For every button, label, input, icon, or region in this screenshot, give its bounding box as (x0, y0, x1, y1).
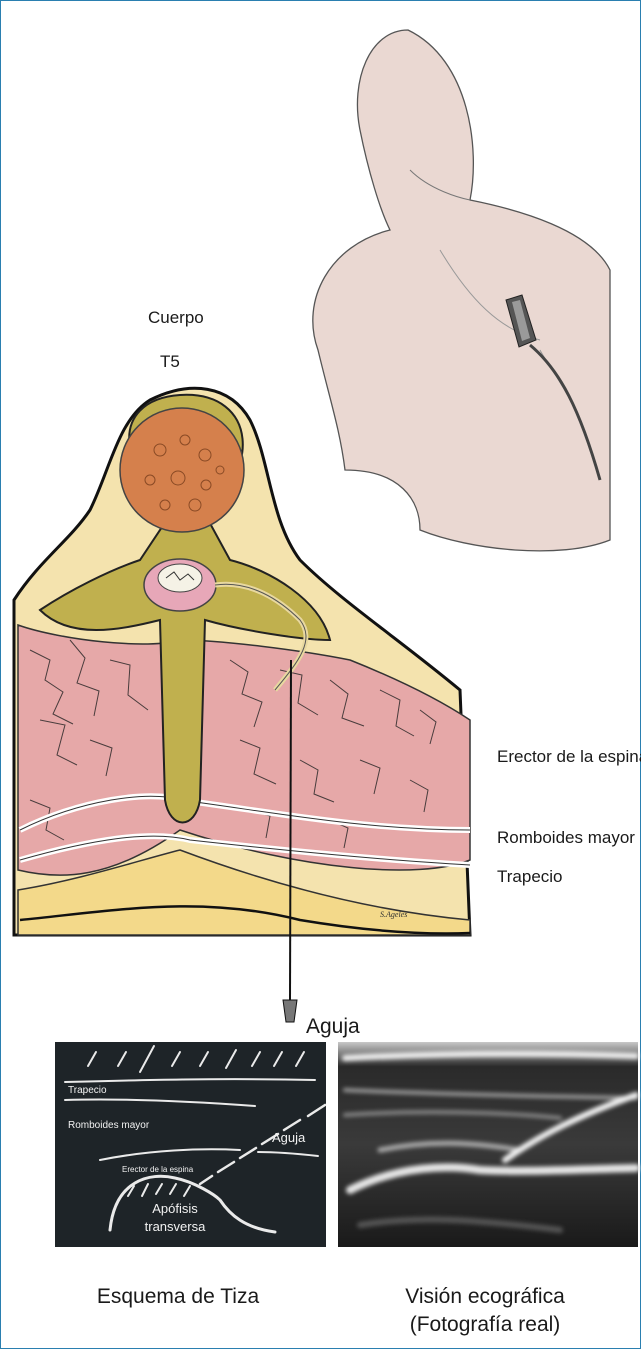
label-trapecio: Trapecio (497, 867, 563, 887)
caption-ultrasound-line2: (Fotografía real) (380, 1311, 590, 1339)
artist-signature: S.Ageles (380, 910, 407, 919)
label-cuerpo: Cuerpo (148, 308, 204, 328)
label-aguja: Aguja (306, 1015, 360, 1039)
vertebral-body (120, 408, 244, 532)
caption-ultrasound: Visión ecográfica (Fotografía real) (380, 1283, 590, 1340)
label-romboides: Romboides mayor (497, 828, 635, 848)
label-t5: T5 (160, 352, 180, 372)
label-erector: Erector de la espina (497, 747, 641, 767)
caption-chalk: Esquema de Tiza (88, 1283, 268, 1311)
caption-ultrasound-line1: Visión ecográfica (380, 1283, 590, 1311)
torso-sketch (313, 30, 610, 551)
